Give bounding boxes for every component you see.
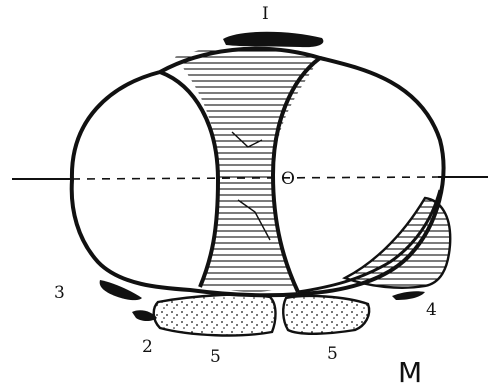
label-right: 4 [426,300,437,320]
right-mark-4 [392,291,425,300]
top-blob [223,32,323,47]
label-bottom-left: 2 [142,337,153,357]
label-center: O [281,169,295,189]
bottom-stipple-right [283,296,369,334]
label-bottom-a: 5 [210,347,221,367]
bottom-stipple-left [154,295,276,336]
signature-mark: M [398,356,422,386]
label-bottom-b: 5 [327,344,338,364]
label-left: 3 [54,283,65,303]
label-top: I [262,4,269,24]
